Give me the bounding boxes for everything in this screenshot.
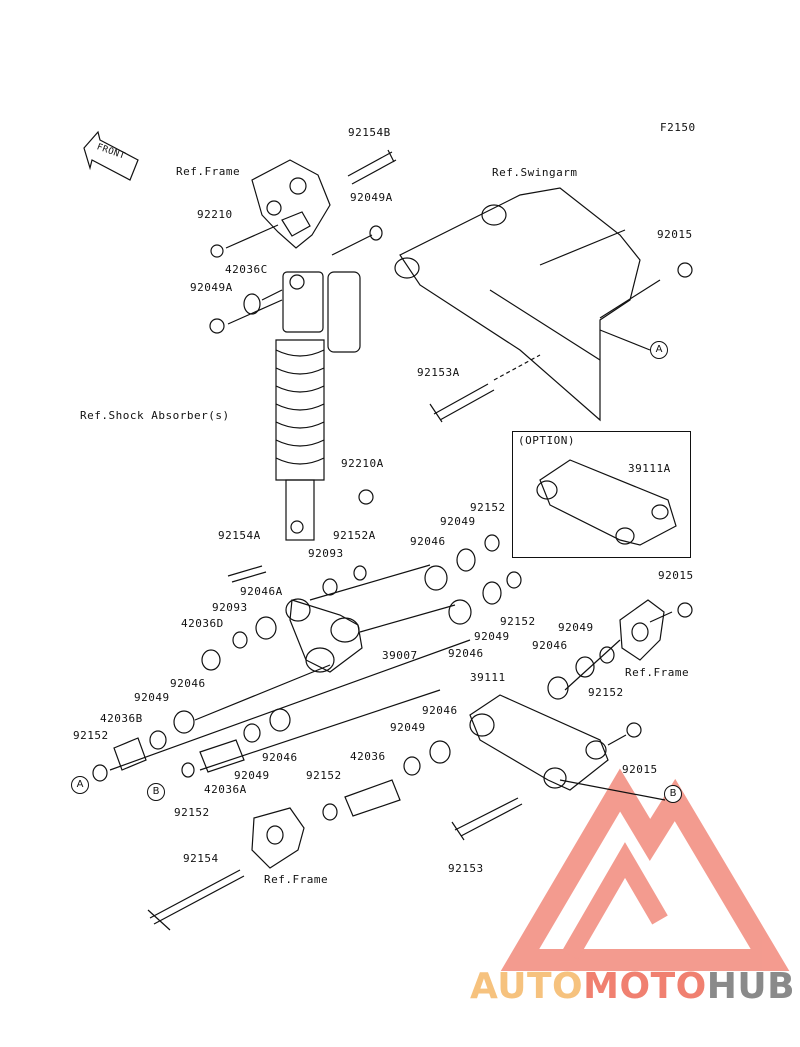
label-92049-f: 92049	[234, 769, 270, 782]
nut-92210	[210, 244, 224, 258]
seal-92049a-top	[369, 225, 383, 241]
label-ref-swingarm: Ref.Swingarm	[492, 166, 578, 179]
label-92046-d: 92046	[532, 639, 568, 652]
label-option: (OPTION)	[518, 434, 575, 447]
label-92210a: 92210A	[341, 457, 384, 470]
label-42036b: 42036B	[100, 712, 143, 725]
label-92154: 92154	[183, 852, 219, 865]
shock-absorber	[275, 271, 361, 541]
label-92049a-left: 92049A	[190, 281, 233, 294]
label-92049-c: 92049	[474, 630, 510, 643]
label-92153: 92153	[448, 862, 484, 875]
label-39111a: 39111A	[628, 462, 671, 475]
label-92046-c: 92046	[448, 647, 484, 660]
label-92015-low: 92015	[622, 763, 658, 776]
label-92093-b: 92093	[212, 601, 248, 614]
option-link-39111a	[536, 459, 677, 546]
seal-92049a-left	[209, 318, 225, 334]
label-92046-a: 92046	[410, 535, 446, 548]
callout-b-left: B	[147, 783, 165, 801]
collar-42036c	[243, 293, 261, 315]
leader-92015-top	[599, 279, 661, 319]
frame-bracket-top	[251, 159, 331, 249]
frame-bracket-bottom	[251, 807, 305, 869]
label-92049-d: 92049	[134, 691, 170, 704]
label-92152-c: 92152	[588, 686, 624, 699]
bolt-92154	[147, 869, 245, 931]
callout-b-right: B	[664, 785, 682, 803]
nut-92210a	[358, 489, 374, 505]
label-ref-frame-right: Ref.Frame	[625, 666, 690, 679]
label-92152-f: 92152	[306, 769, 342, 782]
frame-bracket-right	[619, 599, 665, 661]
label-92046-b: 92046	[170, 677, 206, 690]
nut-92015-top	[677, 262, 693, 278]
swingarm	[394, 187, 641, 422]
label-39111: 39111	[470, 671, 506, 684]
label-92152-a: 92152	[470, 501, 506, 514]
label-ref-frame-top: Ref.Frame	[176, 165, 241, 178]
label-ref-shock: Ref.Shock Absorber(s)	[80, 409, 230, 422]
tie-rod-39007	[285, 598, 363, 673]
watermark-text: AUTOMOTOHUB	[470, 966, 796, 1007]
label-42036: 42036	[350, 750, 386, 763]
label-92152-e: 92152	[174, 806, 210, 819]
label-92154b: 92154B	[348, 126, 391, 139]
label-42036c: 42036C	[225, 263, 268, 276]
callout-a-bottom: A	[71, 776, 89, 794]
bolt-92153	[451, 797, 523, 841]
label-92046a: 92046A	[240, 585, 283, 598]
label-92093-a: 92093	[308, 547, 344, 560]
callout-a-top: A	[650, 341, 668, 359]
bolt-92153a	[429, 383, 495, 423]
label-42036d: 42036D	[181, 617, 224, 630]
label-92049-e: 92049	[390, 721, 426, 734]
label-92049a-top: 92049A	[350, 191, 393, 204]
label-92015-mid: 92015	[658, 569, 694, 582]
front-arrow-icon	[83, 130, 139, 181]
watermark-logo-icon	[500, 768, 790, 971]
label-39007: 39007	[382, 649, 418, 662]
label-92152-b: 92152	[500, 615, 536, 628]
label-92046-e: 92046	[262, 751, 298, 764]
label-92154a: 92154A	[218, 529, 261, 542]
option-box	[512, 431, 691, 558]
label-92153a: 92153A	[417, 366, 460, 379]
bolt-92154b	[347, 149, 397, 185]
figure-code: F2150	[660, 121, 696, 134]
label-92049-b: 92049	[558, 621, 594, 634]
label-92210: 92210	[197, 208, 233, 221]
bolt-92154a	[227, 565, 267, 583]
label-92046-f: 92046	[422, 704, 458, 717]
label-92015-top: 92015	[657, 228, 693, 241]
label-92049-a: 92049	[440, 515, 476, 528]
link-39111	[469, 694, 609, 791]
label-92152a: 92152A	[333, 529, 376, 542]
label-ref-frame-bottom: Ref.Frame	[264, 873, 329, 886]
label-42036a: 42036A	[204, 783, 247, 796]
label-92152-d: 92152	[73, 729, 109, 742]
